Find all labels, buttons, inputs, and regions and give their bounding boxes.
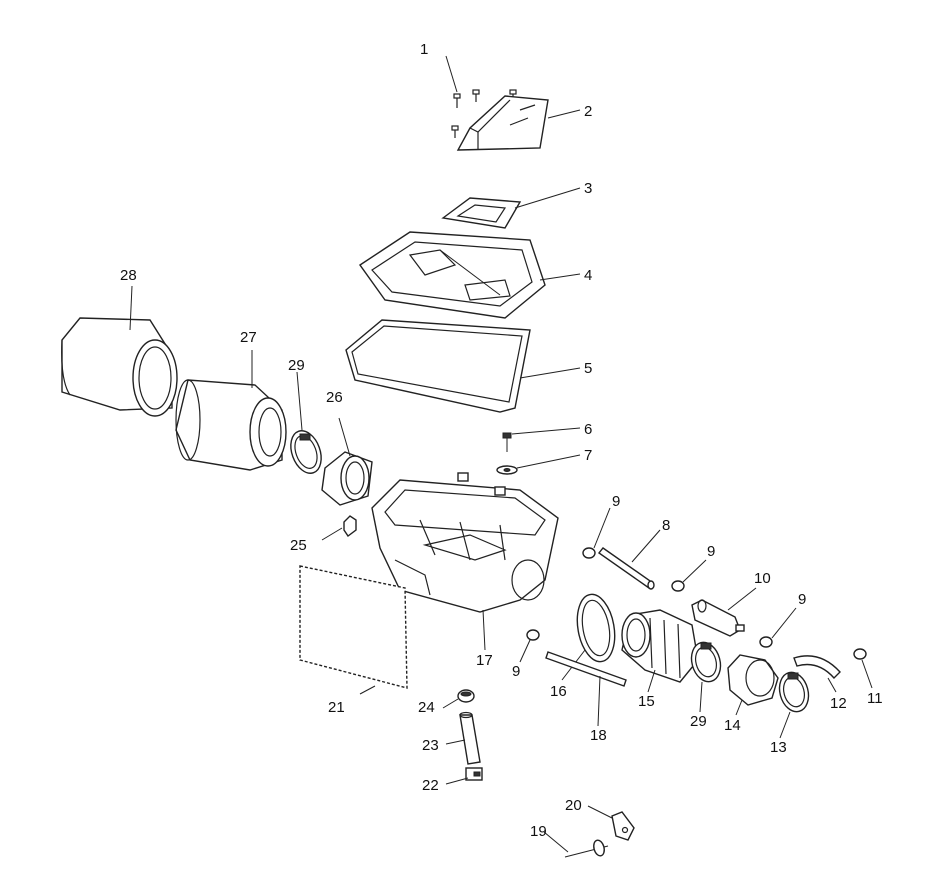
label-15: 15 [638, 693, 655, 710]
part-18-rod [545, 651, 627, 727]
label-2: 2 [584, 103, 592, 120]
part-26-coupler [321, 417, 373, 506]
label-29-a: 29 [288, 357, 305, 374]
label-9-b: 9 [707, 543, 715, 560]
label-17: 17 [476, 652, 493, 669]
part-29-clamp-upper [290, 371, 322, 474]
part-10-valve [691, 587, 757, 637]
label-9-a: 9 [612, 493, 620, 510]
part-29-clamp-lower [690, 641, 722, 713]
label-10: 10 [754, 570, 771, 587]
label-29-b: 29 [690, 713, 707, 730]
part-12-hose [793, 655, 841, 693]
part-20-bracket [587, 805, 635, 841]
part-13-clamp [778, 671, 810, 739]
label-24: 24 [418, 699, 435, 716]
part-5-seal [345, 319, 581, 413]
label-19: 19 [530, 823, 547, 840]
label-6: 6 [584, 421, 592, 438]
part-6-bolt [502, 427, 581, 452]
label-18: 18 [590, 727, 607, 744]
label-13: 13 [770, 739, 787, 756]
label-12: 12 [830, 695, 847, 712]
label-20: 20 [565, 797, 582, 814]
label-1: 1 [420, 41, 428, 58]
part-15-boot [621, 609, 699, 693]
label-7: 7 [584, 447, 592, 464]
part-9-caps [519, 507, 797, 663]
label-16: 16 [550, 683, 567, 700]
label-14: 14 [724, 717, 741, 734]
label-26: 26 [326, 389, 343, 406]
part-3-gasket [441, 187, 581, 229]
part-14-adapter [727, 654, 779, 716]
label-11: 11 [867, 690, 883, 707]
part-28-prefilter-sleeve [61, 285, 178, 417]
label-8: 8 [662, 517, 670, 534]
label-9-d: 9 [512, 663, 520, 680]
label-21: 21 [328, 699, 345, 716]
part-23-tube [445, 711, 481, 765]
label-27: 27 [240, 329, 257, 346]
label-9-c: 9 [798, 591, 806, 608]
part-8-pipe [597, 529, 661, 590]
part-2-intake-duct [456, 95, 581, 151]
label-23: 23 [422, 737, 439, 754]
part-22-fitting [445, 767, 483, 785]
label-5: 5 [584, 360, 592, 377]
part-4-airbox-lid [359, 231, 581, 319]
part-19-pin [543, 831, 609, 858]
part-11-cap [853, 648, 873, 689]
part-27-air-filter [175, 350, 287, 471]
part-25-clip [321, 515, 357, 541]
part-17-airbox [371, 472, 559, 651]
label-28: 28 [120, 267, 137, 284]
part-24-cap [442, 689, 475, 709]
callout-labels: 1 2 3 4 5 6 7 8 9 9 9 9 10 11 12 13 14 1… [120, 41, 883, 840]
label-3: 3 [584, 180, 592, 197]
label-25: 25 [290, 537, 307, 554]
label-4: 4 [584, 267, 592, 284]
part-7-washer [496, 454, 581, 475]
part-21-panel [299, 565, 408, 695]
label-22: 22 [422, 777, 439, 794]
